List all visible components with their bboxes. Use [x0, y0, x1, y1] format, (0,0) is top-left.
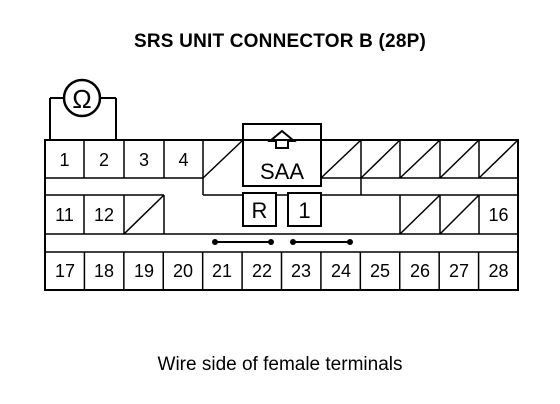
lock-tab: SAA — [242, 123, 322, 187]
pin-1-label: 1 — [59, 150, 69, 170]
pin-22-label: 22 — [252, 261, 272, 281]
row-3 — [83, 252, 480, 290]
pin-18-label: 18 — [94, 261, 114, 281]
pin-12-label: 12 — [94, 205, 114, 225]
pin-16-label: 16 — [488, 205, 508, 225]
pin-25-label: 25 — [370, 261, 390, 281]
label-boxes: R 1 — [242, 192, 322, 227]
diagram-title: SRS UNIT CONNECTOR B (28P) — [134, 31, 426, 52]
box-r-label: R — [252, 198, 268, 223]
lock-label: SAA — [260, 159, 304, 184]
pin-28-label: 28 — [488, 261, 508, 281]
pin-26-label: 26 — [410, 261, 430, 281]
row-1 — [45, 139, 519, 195]
pin-24-label: 24 — [331, 261, 351, 281]
pin-4-label: 4 — [178, 150, 188, 170]
ohm-symbol: Ω — [72, 84, 91, 114]
pin-21-label: 21 — [212, 261, 232, 281]
pin-17-label: 17 — [55, 261, 75, 281]
shorting-bars — [212, 239, 353, 245]
pin-19-label: 19 — [134, 261, 154, 281]
pin-20-label: 20 — [173, 261, 193, 281]
pin-2-label: 2 — [99, 150, 109, 170]
pin-11-label: 11 — [55, 205, 74, 225]
row-2 — [45, 194, 480, 235]
pin-27-label: 27 — [449, 261, 469, 281]
pin-labels: 1 2 3 4 11 12 16 17 18 19 20 21 22 23 24… — [55, 150, 509, 281]
ohmmeter-icon: Ω — [49, 78, 117, 140]
diagram-caption: Wire side of female terminals — [157, 354, 403, 375]
pin-3-label: 3 — [139, 150, 149, 170]
pin-23-label: 23 — [291, 261, 311, 281]
box-1-label: 1 — [298, 198, 310, 223]
